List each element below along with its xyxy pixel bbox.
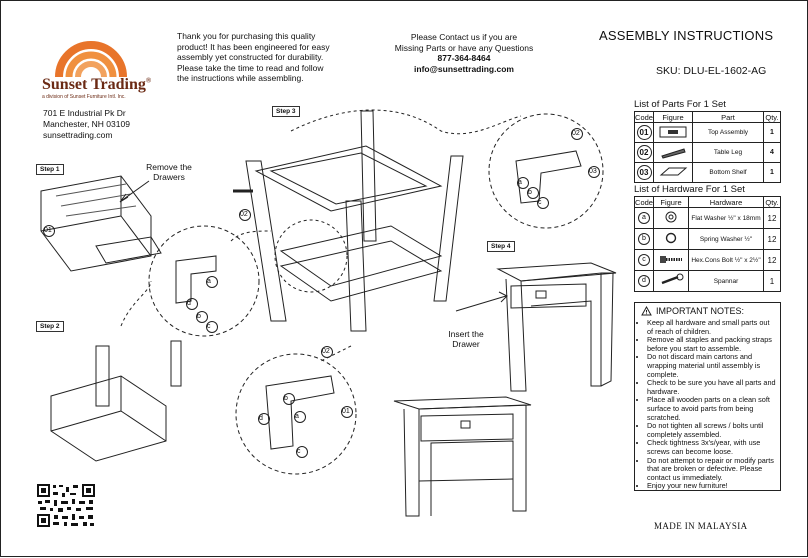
hardware-marker-d: d bbox=[258, 413, 270, 425]
hardware-heading: List of Hardware For 1 Set bbox=[634, 184, 745, 195]
parts-heading: List of Parts For 1 Set bbox=[634, 99, 726, 110]
spanner-icon bbox=[661, 273, 684, 285]
step-3-label: Step 3 bbox=[272, 106, 300, 117]
step-4-label: Step 4 bbox=[487, 241, 515, 252]
contact-info: Please Contact us if you are Missing Par… bbox=[379, 32, 549, 74]
note-item: Do not discard main cartons and wrapping… bbox=[647, 353, 776, 379]
made-in-label: MADE IN MALAYSIA bbox=[654, 521, 748, 531]
hardware-marker-b: b bbox=[283, 393, 295, 405]
note-item: Check tightness 3x's/year, with use scre… bbox=[647, 438, 776, 456]
note-item: Keep all hardware and small parts out of… bbox=[647, 318, 776, 336]
bottom-shelf-icon bbox=[659, 167, 688, 175]
part-marker-01: 01 bbox=[341, 406, 353, 418]
table-row: b Spring Washer ½" 12 bbox=[634, 228, 781, 250]
hardware-marker-b: b bbox=[196, 311, 208, 323]
note-item: Place all wooden parts on a clean soft s… bbox=[647, 396, 776, 422]
part-marker-02: 02 bbox=[239, 209, 251, 221]
top-assembly-icon bbox=[659, 126, 687, 137]
note-item: Enjoy your new furniture! bbox=[647, 482, 776, 491]
hardware-marker-a: a bbox=[206, 276, 218, 288]
page-title: ASSEMBLY INSTRUCTIONS bbox=[599, 28, 774, 43]
company-address: 701 E Industrial Pk Dr Manchester, NH 03… bbox=[43, 108, 130, 140]
hardware-marker-a: a bbox=[294, 411, 306, 423]
part-marker-01: 01 bbox=[43, 225, 55, 237]
brand-subtitle: a division of Sunset Furniture Intl. Inc… bbox=[42, 94, 126, 100]
table-leg-icon bbox=[661, 147, 686, 159]
hardware-marker-c: c bbox=[296, 446, 308, 458]
phone-number[interactable]: 877-364-8464 bbox=[437, 53, 491, 63]
qr-code-icon bbox=[36, 483, 96, 528]
table-row: d Spannar 1 bbox=[634, 270, 781, 292]
table-row: 01 Top Assembly 1 bbox=[634, 122, 781, 143]
part-marker-02: 02 bbox=[321, 346, 333, 358]
hardware-marker-c: c bbox=[537, 197, 549, 209]
table-row: 02 Table Leg 4 bbox=[634, 142, 781, 163]
hardware-marker-d: d bbox=[186, 298, 198, 310]
flat-washer-icon bbox=[665, 211, 677, 223]
note-item: Remove all staples and packing straps be… bbox=[647, 335, 776, 353]
hardware-marker-b: b bbox=[527, 187, 539, 199]
sku-label: SKU: DLU-EL-1602-AG bbox=[656, 65, 767, 77]
table-row: a Flat Washer ½" x 18mm 12 bbox=[634, 207, 781, 229]
note-item: Do not attempt to repair or modify parts… bbox=[647, 456, 776, 483]
warning-icon bbox=[641, 306, 652, 316]
hardware-table: Code Figure Hardware Qty. a Flat Washer … bbox=[634, 196, 781, 292]
part-marker-03: 03 bbox=[588, 166, 600, 178]
step-2-label: Step 2 bbox=[36, 321, 64, 332]
step-1-label: Step 1 bbox=[36, 164, 64, 175]
parts-table: Code Figure Part Qty. 01 Top Assembly 1 … bbox=[634, 111, 781, 183]
hardware-marker-a: a bbox=[517, 177, 529, 189]
note-item: Check to be sure you have all parts and … bbox=[647, 378, 776, 396]
important-notes: IMPORTANT NOTES: Keep all hardware and s… bbox=[634, 302, 781, 491]
part-marker-02: 02 bbox=[571, 128, 583, 140]
spring-washer-icon bbox=[665, 232, 677, 244]
website-link[interactable]: sunsettrading.com bbox=[43, 130, 113, 140]
brand-name: Sunset Trading® bbox=[42, 76, 152, 93]
hex-bolt-icon bbox=[660, 256, 682, 263]
note-item: Do not tighten all screws / bolts until … bbox=[647, 421, 776, 439]
sunset-logo-icon bbox=[55, 41, 127, 78]
table-row: 03 Bottom Shelf 1 bbox=[634, 162, 781, 183]
email-link[interactable]: info@sunsettrading.com bbox=[414, 63, 514, 74]
hardware-marker-c: c bbox=[206, 321, 218, 333]
